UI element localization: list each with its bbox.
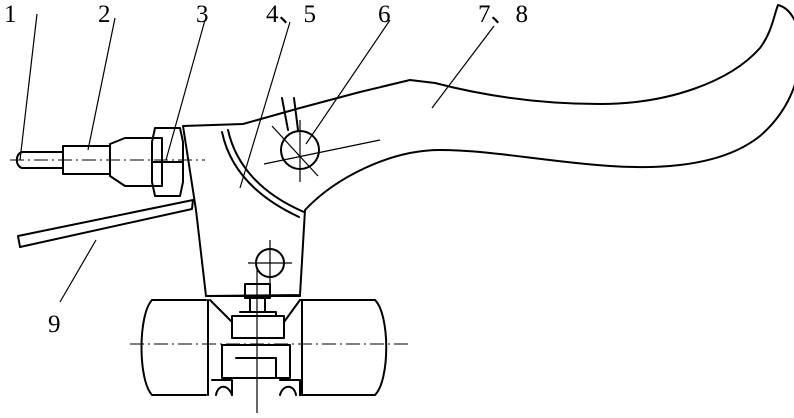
label-9: 9 [48, 311, 61, 338]
clamp-assembly [207, 240, 303, 413]
lever-assembly [182, 4, 794, 297]
brake-cable [17, 199, 194, 248]
adjusting-barrel [10, 127, 205, 197]
label-2: 2 [98, 1, 111, 28]
label-4-5: 4、5 [266, 1, 316, 28]
label-7-8: 7、8 [478, 1, 528, 28]
leader-lines [19, 13, 495, 303]
pivot-pin [263, 97, 381, 182]
label-1: 1 [4, 1, 17, 28]
handlebar-tube [130, 299, 412, 396]
label-3: 3 [196, 1, 209, 28]
label-6: 6 [378, 1, 391, 28]
